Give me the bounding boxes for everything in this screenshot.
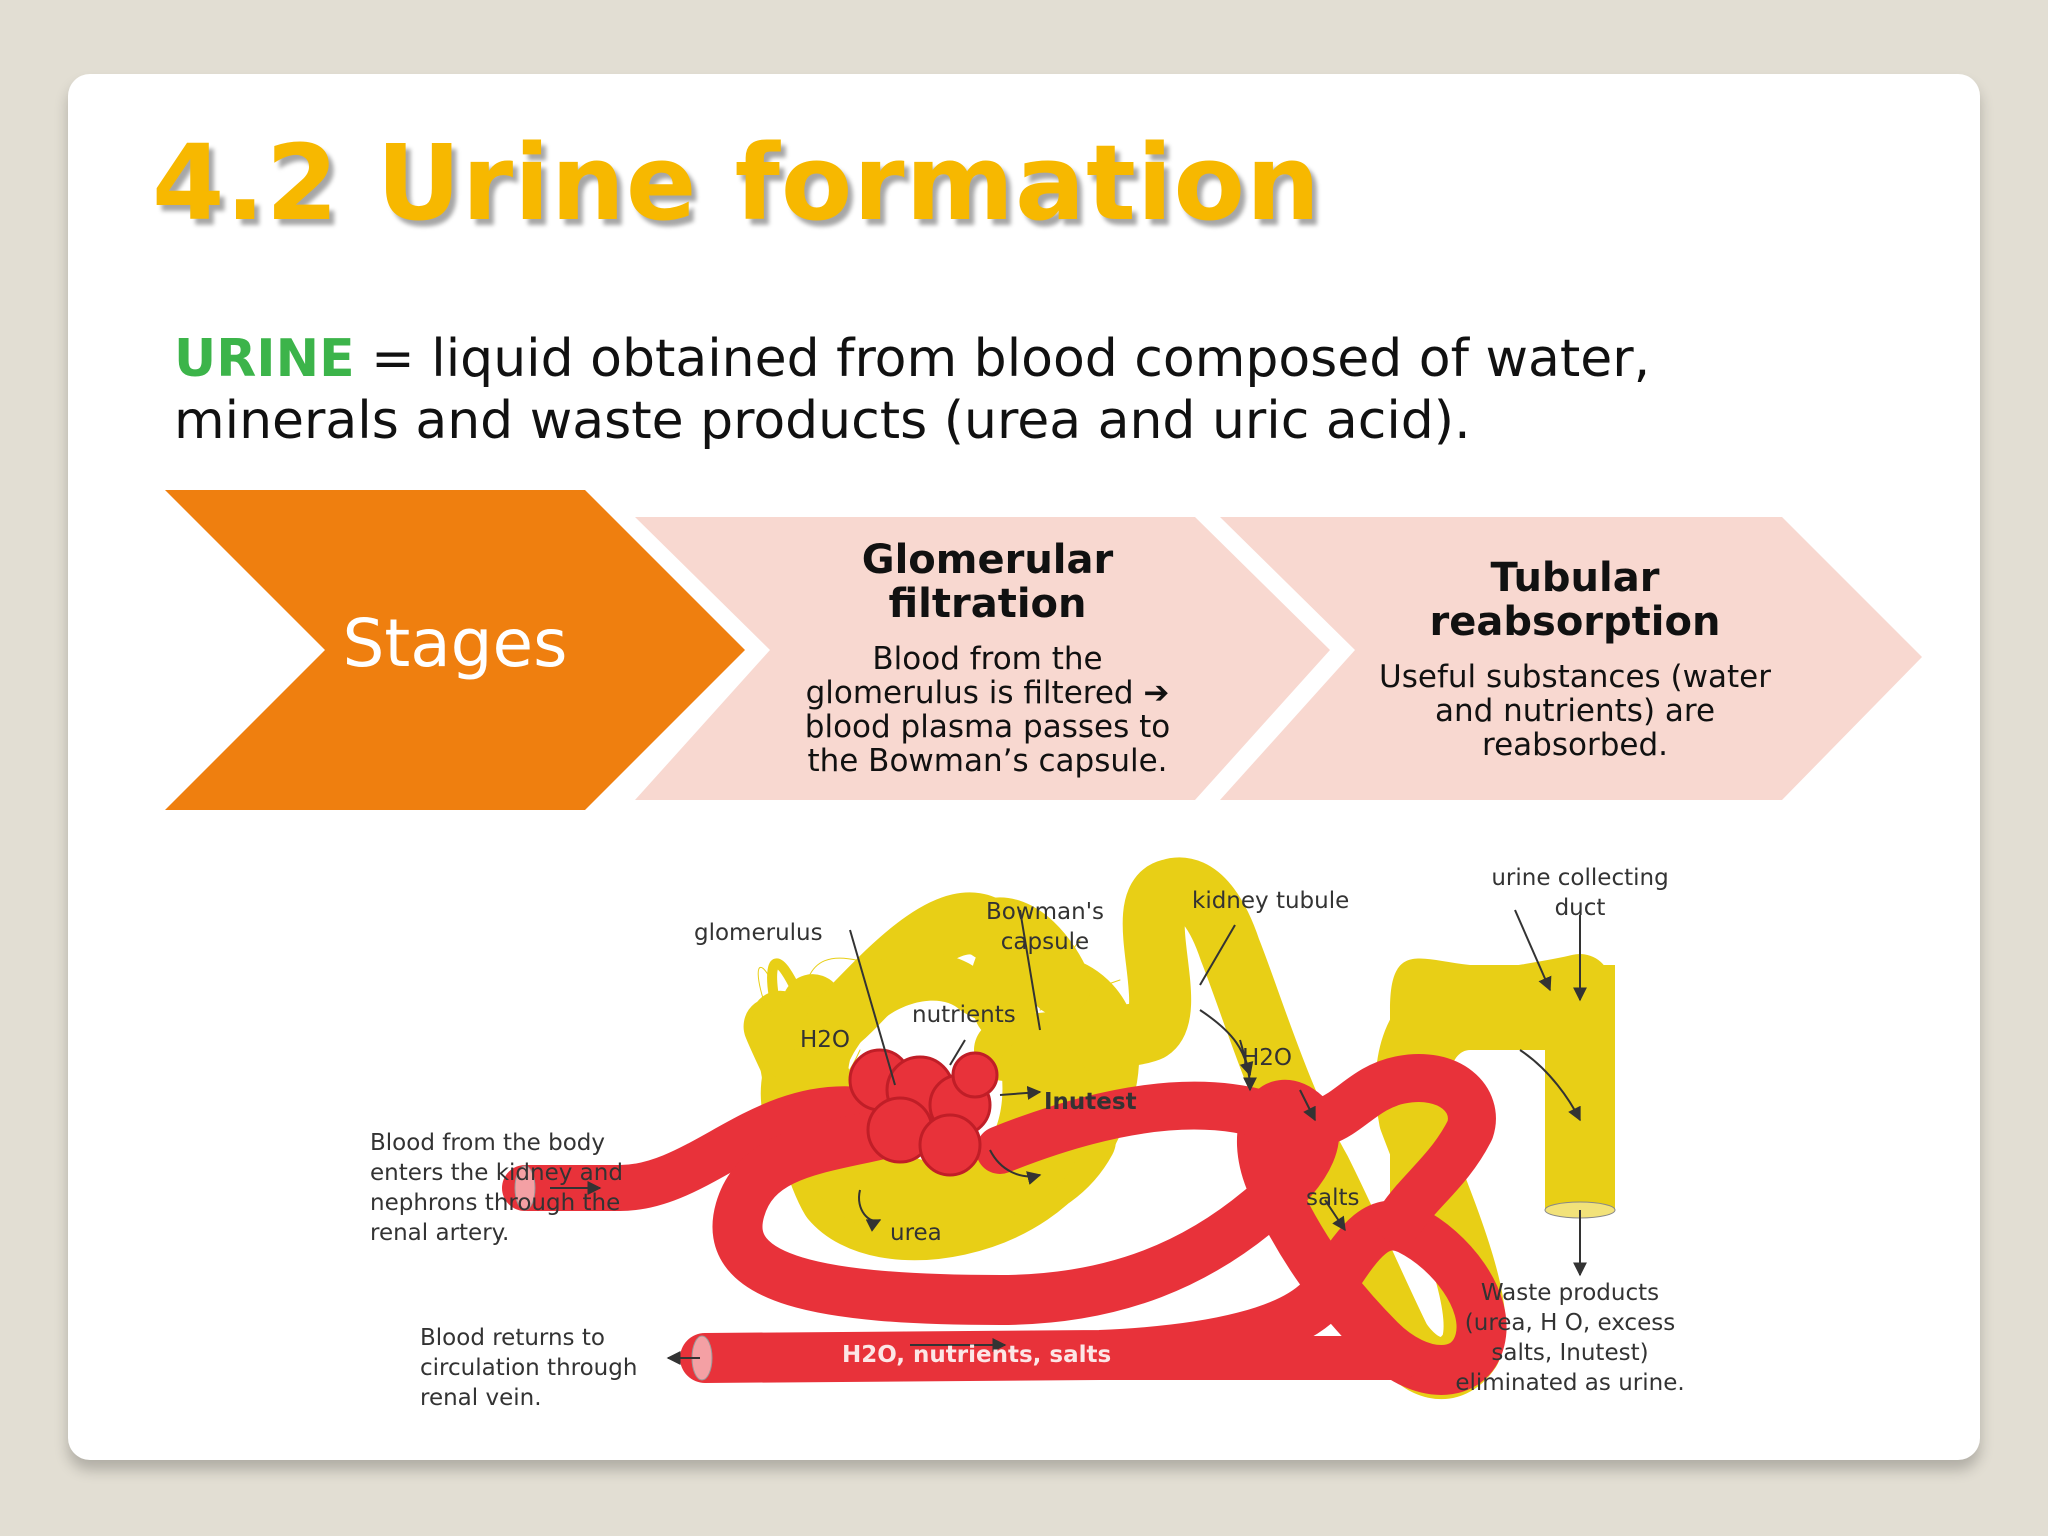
label-inutest: Inutest (1044, 1089, 1137, 1115)
blood-vessels (502, 1054, 1507, 1395)
label-bowmans-capsule: Bowman's capsule (985, 899, 1105, 955)
glomerulus-knot (848, 1048, 999, 1177)
label-vein-content: H2O, nutrients, salts (842, 1342, 1112, 1368)
stage-chevron-1 (635, 517, 1330, 800)
stage-2-description: Useful substances (water and nutrients) … (1379, 659, 1771, 763)
label-collecting-duct: urine collecting duct (1491, 865, 1669, 921)
slide-title: 4.2 Urine formation (152, 122, 1321, 244)
label-waste-products: Waste products (urea, H O, excess salts,… (1455, 1280, 1685, 1396)
label-h2o-right: H2O (1242, 1045, 1293, 1071)
label-urea: urea (890, 1220, 942, 1246)
stage-chevron-2 (1220, 517, 1922, 800)
urine-definition: URINE = liquid obtained from blood compo… (174, 328, 1734, 452)
label-kidney-tubule: kidney tubule (1192, 888, 1350, 914)
label-nutrients: nutrients (912, 1002, 1016, 1028)
definition-term: URINE (174, 329, 355, 389)
renal-artery (502, 1086, 883, 1211)
stage-1-description: Blood from the glomerulus is filtered ➔ … (804, 641, 1171, 779)
definition-text: = liquid obtained from blood composed of… (174, 329, 1651, 451)
label-glomerulus: glomerulus (694, 920, 823, 946)
flow-arrows (550, 909, 1587, 1365)
stage-1-title: Glomerular filtration (861, 537, 1114, 627)
efferent-loop (680, 1079, 1507, 1395)
label-blood-out: Blood returns to circulation through ren… (420, 1325, 638, 1411)
label-blood-in: Blood from the body enters the kidney an… (370, 1130, 623, 1246)
artery-opening (514, 1165, 536, 1211)
label-salts: salts (1306, 1185, 1360, 1211)
stage-2-title: Tubular reabsorption (1429, 555, 1721, 645)
label-h2o-left: H2O (800, 1027, 851, 1053)
peritubular-loop (976, 1054, 1496, 1244)
stage-chevron-main (165, 490, 745, 810)
stages-label: Stages (342, 605, 568, 682)
